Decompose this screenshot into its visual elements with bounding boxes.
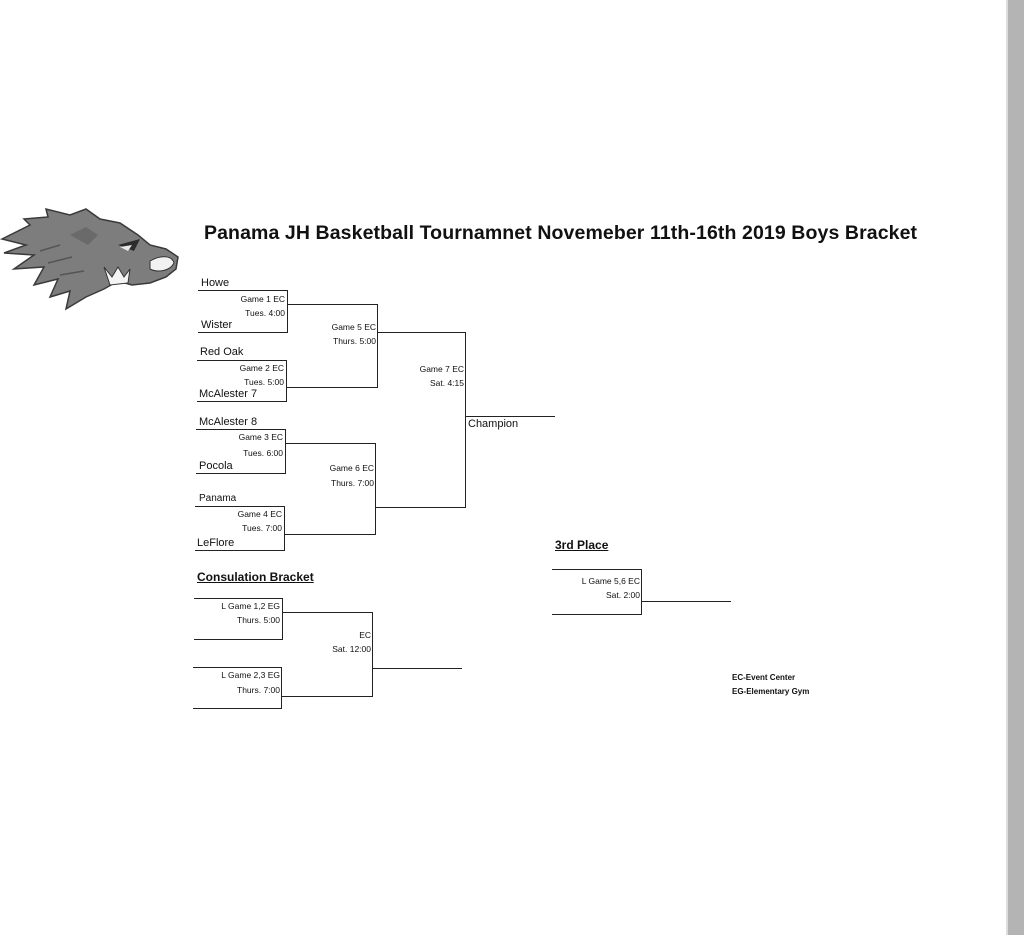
bracket-line [281,667,282,709]
game-5-label: Game 5 EC [331,322,376,332]
game-7-time: Sat. 4:15 [429,378,464,388]
bracket-line [194,598,283,599]
third-place-title: 3rd Place [555,538,609,552]
bracket-line [198,332,288,333]
page-title: Panama JH Basketball Tournamnet Novemebe… [204,222,918,244]
team-leflore: LeFlore [197,537,235,549]
bracket-line [552,614,642,615]
bracket-line [197,360,287,361]
bracket-line [285,443,376,444]
bracket-line [284,506,285,551]
team-mcalester-7: McAlester 7 [199,388,258,400]
game-5-time: Thurs. 5:00 [333,336,376,346]
bracket-line [197,401,287,402]
team-panama: Panama [199,493,237,504]
game-4-label: Game 4 EC [237,509,282,519]
team-mcalester-8: McAlester 8 [199,416,258,428]
consolation-final-label: EC [359,630,371,640]
consolation-game-1-label: L Game 1,2 EG [221,601,280,611]
bracket-line [375,443,376,535]
bracket-line [195,506,285,507]
bracket-line [193,708,282,709]
bracket-line [196,473,286,474]
page-edge [1006,0,1008,935]
bracket-line [375,507,466,508]
game-3-time: Tues. 6:00 [243,448,283,458]
game-7-label: Game 7 EC [419,364,464,374]
champion-label: Champion [468,418,519,430]
bracket-line [287,304,378,305]
consolation-game-1-time: Thurs. 5:00 [237,615,280,625]
consolation-final-time: Sat. 12:00 [332,644,371,654]
game-1-time: Tues. 4:00 [245,308,285,318]
game-2-time: Tues. 5:00 [244,377,284,387]
bracket-line [372,612,373,697]
bracket-line [285,429,286,474]
legend-ec: EC-Event Center [732,673,796,682]
bracket-line [552,569,642,570]
game-1-label: Game 1 EC [240,294,285,304]
bracket-line [465,332,466,508]
bracket-line [195,550,285,551]
team-pocola: Pocola [199,460,233,472]
game-3-label: Game 3 EC [238,432,283,442]
third-place-winner-line [641,601,731,602]
bracket-line [281,696,373,697]
bracket-line [377,332,466,333]
game-4-time: Tues. 7:00 [242,523,282,533]
game-2-label: Game 2 EC [239,363,284,373]
bracket-line [287,290,288,333]
consolation-title: Consulation Bracket [197,570,314,584]
bracket-line [287,387,378,388]
third-place-game-label: L Game 5,6 EC [581,576,640,586]
bracket-line [196,429,286,430]
consolation-winner-line [372,668,462,669]
bracket-line [286,360,287,402]
bracket-line [194,639,283,640]
third-place-game-time: Sat. 2:00 [605,590,640,600]
game-6-time: Thurs. 7:00 [331,478,374,488]
consolation-game-2-label: L Game 2,3 EG [221,670,280,680]
bracket-line [284,534,376,535]
bracket-line [377,304,378,388]
team-red-oak: Red Oak [200,346,244,358]
consolation-game-2-time: Thurs. 7:00 [237,685,280,695]
bracket-line [282,612,373,613]
scan-border [1008,0,1024,935]
bracket-line [198,290,288,291]
bracket-line [641,569,642,615]
team-howe: Howe [201,277,230,289]
boar-mascot-icon [0,207,179,311]
bracket-line [193,667,282,668]
game-6-label: Game 6 EC [329,463,374,473]
legend-eg: EG-Elementary Gym [732,687,810,696]
champion-line [465,416,555,417]
team-wister: Wister [201,319,233,331]
bracket-line [282,598,283,640]
